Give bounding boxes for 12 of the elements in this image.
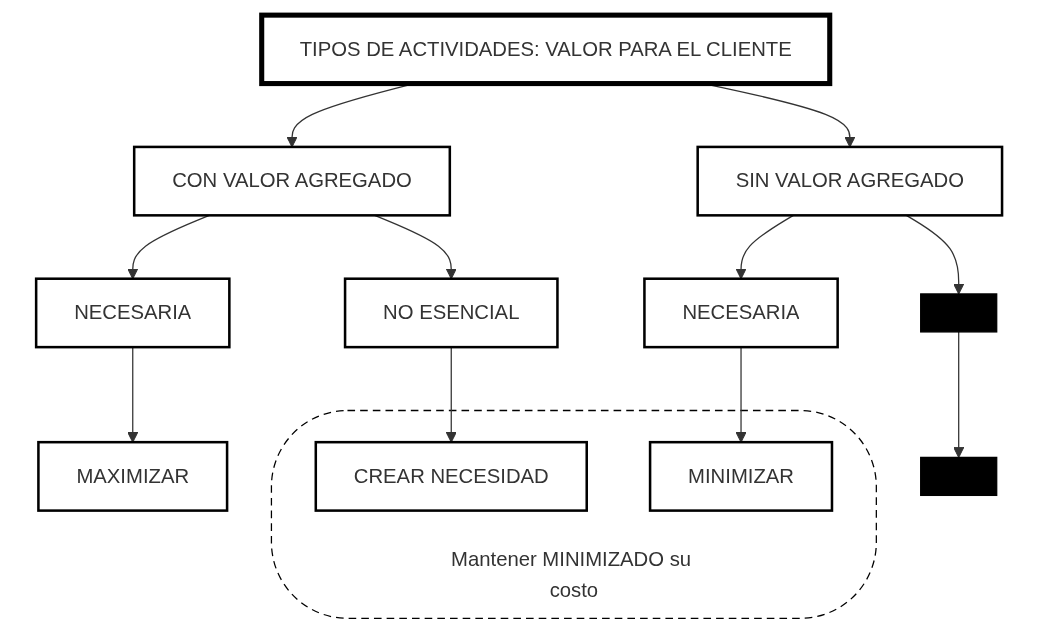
node-box: CREAR NECESIDAD — [314, 440, 589, 512]
node-box: MAXIMIZAR — [37, 440, 229, 512]
node-box: SIN VALOR AGREGADO — [696, 145, 1004, 217]
node-box — [920, 293, 998, 333]
node-box — [920, 456, 998, 497]
node-box: TIPOS DE ACTIVIDADES: VALOR PARA EL CLIENTE — [259, 12, 833, 87]
node-box: CON VALOR AGREGADO — [133, 145, 452, 217]
node-box: NO ESENCIAL — [344, 277, 560, 349]
node-box: NECESARIA — [643, 277, 840, 349]
node-box: NECESARIA — [35, 277, 231, 349]
node-box: MINIMIZAR — [649, 440, 834, 512]
arrow — [953, 331, 965, 458]
